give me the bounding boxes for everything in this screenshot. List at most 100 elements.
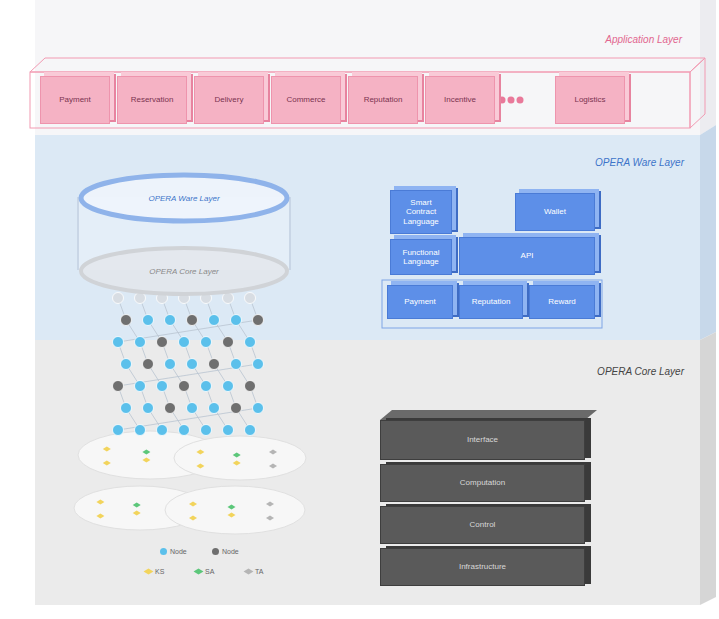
platform-device [103,461,111,466]
ware-block: API [459,237,595,275]
group-frame [382,280,602,328]
legend-text: Node [170,548,187,555]
disk-ellipse [81,175,287,221]
network-node [187,315,198,326]
legend-text: TA [255,568,263,575]
legend-item: SA [195,568,214,575]
platform-device [269,464,277,469]
network-node [201,337,212,348]
platform-device [142,450,150,455]
application-frame [30,72,690,128]
legend-text: Node [222,548,239,555]
network-node [113,381,124,392]
network-node [143,315,154,326]
platform-device [266,516,274,521]
application-frame-top [30,58,705,72]
block-label: Reservation [131,95,174,104]
network-node [135,381,146,392]
network-node [201,425,212,436]
layer-band: Application LayerPayment Reservation Deliv… [30,30,702,130]
network-node [231,403,242,414]
platform-device [233,461,241,466]
layer-band: OPERA Core LayerInterfaceComputationCont… [35,340,700,605]
platform-device [142,458,150,463]
ware-block: Payment [387,285,453,319]
application-block: Commerce [271,76,341,124]
network-node [253,315,264,326]
network-node [157,381,168,392]
network-node [157,425,168,436]
core-ground [35,340,700,605]
legend-swatch [244,569,254,575]
block-label: Functional Language [395,248,447,266]
network-node [209,315,220,326]
block-label: Infrastructure [459,562,506,571]
layer-band: OPERA Ware LayerOPERA Ware LayerOPERA Co… [35,135,700,340]
legend-swatch [194,569,204,575]
network-node [143,403,154,414]
network-node [209,403,220,414]
platform-device [96,500,104,505]
network-node [245,337,256,348]
platform-device [196,450,204,455]
network-node [253,359,264,370]
layer-title: Application Layer [605,34,682,45]
network-node [223,381,234,392]
legend-swatch [212,548,219,555]
application-block: Reputation [348,76,418,124]
network-node [223,337,234,348]
network-node [231,359,242,370]
network-node [135,337,146,348]
legend-text: SA [205,568,214,575]
platform-device [269,450,277,455]
legend-text: KS [155,568,164,575]
application-block: Incentive [425,76,495,124]
network-node [187,359,198,370]
layer-title: OPERA Ware Layer [595,157,684,168]
node-network [74,293,306,535]
network-node [209,359,220,370]
block-label: Incentive [444,95,476,104]
network-node [121,403,132,414]
cylinder-side [289,197,291,270]
network-node [179,425,190,436]
application-block: Logistics [555,76,625,124]
ware-block: Functional Language [390,239,452,275]
dot [517,97,524,104]
network-node [201,381,212,392]
network-node [179,337,190,348]
application-side [700,0,716,135]
platform-device [133,511,141,516]
network-node [223,425,234,436]
legend-item: KS [145,568,164,575]
platform-device [133,503,141,508]
block-label: Payment [404,297,436,306]
network-node [113,293,124,304]
network-node [231,315,242,326]
network-node [253,403,264,414]
network-node [143,359,154,370]
platform-device [96,514,104,519]
ware-block: Wallet [515,193,595,231]
core-side [700,332,716,605]
block-label: Smart Contract Language [395,198,447,226]
block-label: Reward [548,297,576,306]
network-node [245,425,256,436]
block-label: Reputation [364,95,403,104]
platform-device [189,516,197,521]
platform-device [233,453,241,458]
block-label: Logistics [574,95,605,104]
layer-disk: OPERA Core Layer [78,245,290,297]
network-node [187,403,198,414]
block-label: Reputation [472,297,511,306]
network-node [179,381,190,392]
disk-ellipse [81,248,287,294]
dot [508,97,515,104]
core-block: Control [380,506,585,544]
legend-item: TA [245,568,263,575]
platform-device [196,464,204,469]
layer-title: OPERA Core Layer [597,366,684,377]
network-node [165,403,176,414]
block-label: Delivery [215,95,244,104]
application-block: Payment [40,76,110,124]
